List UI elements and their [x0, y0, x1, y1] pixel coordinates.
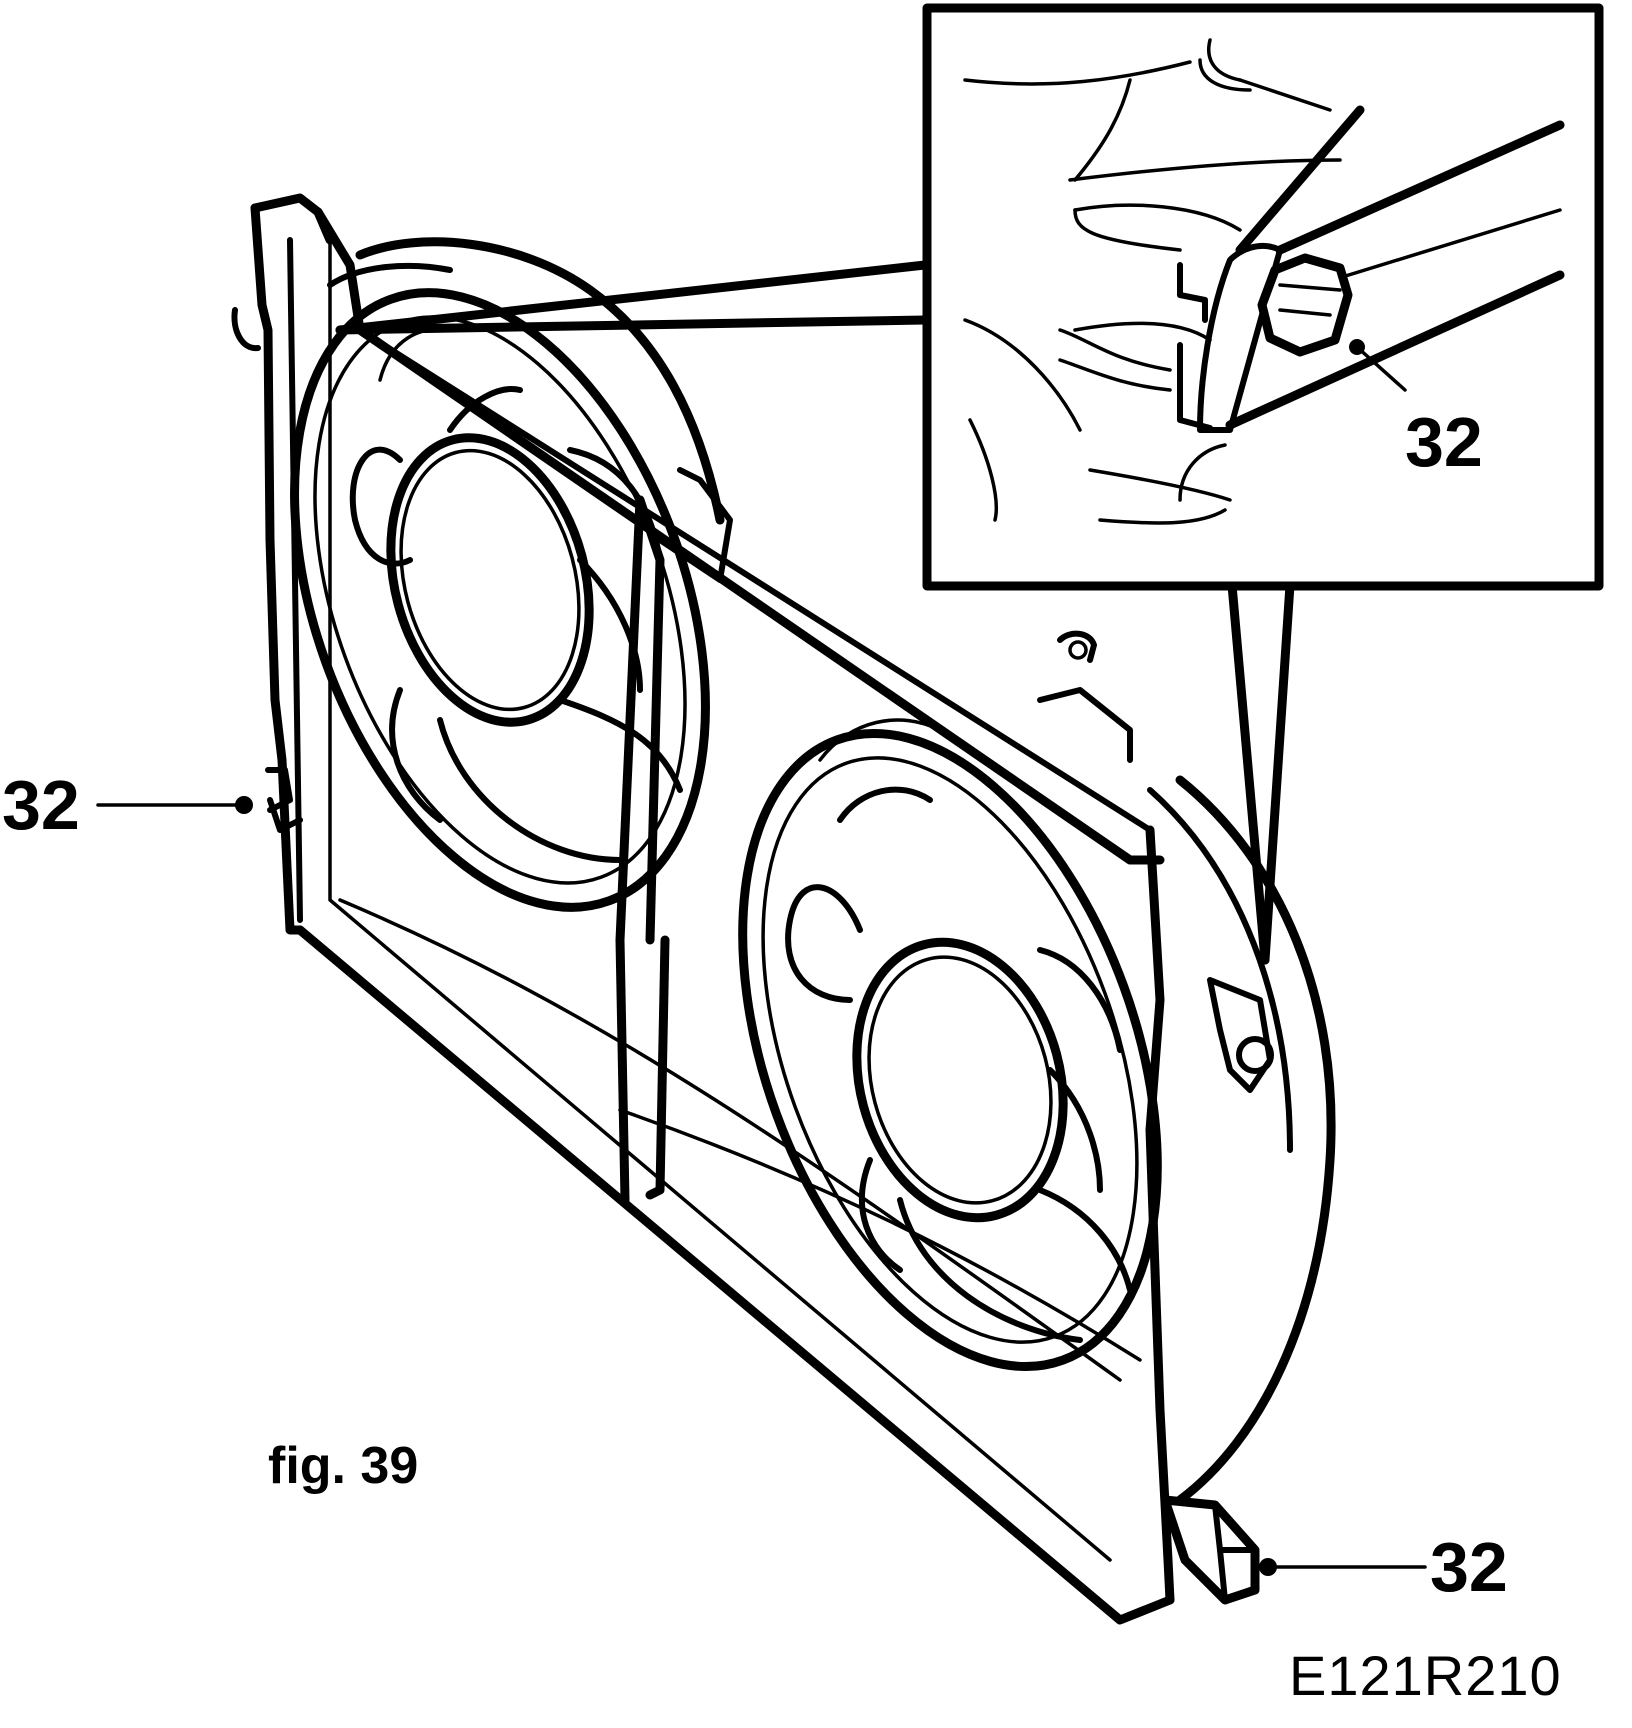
left-fan [290, 237, 725, 912]
callout-label-inset: 32 [1405, 403, 1483, 481]
mounting-lug-top [231, 307, 1133, 763]
mounting-lug-right-top [1207, 977, 1274, 1093]
callout-label-bottom-right: 32 [1430, 1528, 1508, 1606]
inset-leader-lines [335, 260, 1295, 965]
inset-detail-box [922, 3, 1604, 591]
callout-label-left: 32 [2, 766, 80, 844]
mounting-lug-right-bottom [1160, 1495, 1260, 1605]
mounting-lug-left [265, 767, 303, 833]
figure-caption: fig. 39 [268, 1437, 419, 1495]
callout-leader-bottom-right [1259, 1558, 1427, 1576]
drawing-code: E121R210 [1289, 1644, 1562, 1707]
callout-leader-left [96, 796, 253, 814]
center-divider [615, 467, 733, 1205]
right-fan [738, 718, 1336, 1505]
